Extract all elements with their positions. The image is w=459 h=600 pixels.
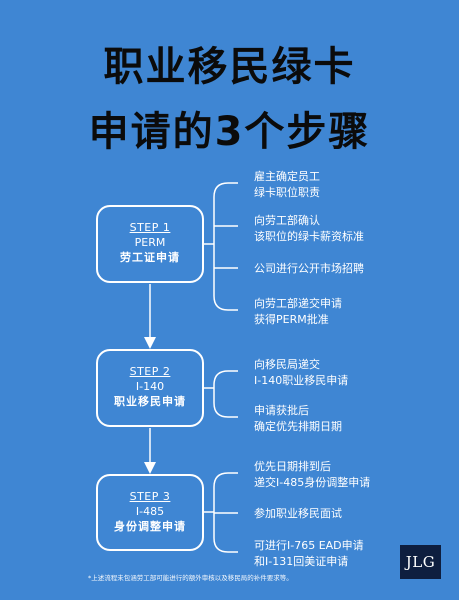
- footnote: *上述流程未包涵劳工部可能进行的额外审核以及移民局的补件要求等。: [88, 574, 293, 582]
- page-title-line-1: 职业移民绿卡: [103, 44, 356, 90]
- bracket-step-3: [204, 472, 238, 553]
- bracket-step-1: [204, 182, 238, 311]
- step-3-name: 身份调整申请: [114, 520, 186, 533]
- step-2-item-2: 申请获批后 确定优先排期日期: [254, 404, 342, 433]
- step-1-item-4: 向劳工部递交申请 获得PERM批准: [254, 297, 342, 326]
- step-1-label: STEP 1: [129, 221, 171, 234]
- step-2-box: STEP 2 I-140 职业移民申请: [96, 349, 204, 427]
- step-1-item-3: 公司进行公开市场招聘: [254, 262, 364, 275]
- step-2-item-1: 向移民局递交 I-140职业移民申请: [254, 358, 349, 387]
- step-3-box: STEP 3 I-485 身份调整申请: [96, 474, 204, 551]
- step-1-item-1: 雇主确定员工 绿卡职位职责: [254, 170, 320, 199]
- step-2-label: STEP 2: [129, 365, 171, 378]
- step-3-item-2: 参加职业移民面试: [254, 507, 342, 520]
- page-title-line-2: 申请的3个步骤: [88, 109, 371, 155]
- step-1-item-2: 向劳工部确认 该职位的绿卡薪资标准: [254, 214, 364, 243]
- step-3-code: I-485: [135, 505, 165, 518]
- step-1-name: 劳工证申请: [120, 251, 180, 264]
- step-3-item-3: 可进行I-765 EAD申请 和I-131回美证申请: [254, 539, 364, 568]
- jlg-logo: JLG: [400, 545, 441, 579]
- step-2-name: 职业移民申请: [114, 395, 186, 408]
- step-3-item-1: 优先日期排到后 递交I-485身份调整申请: [254, 460, 371, 489]
- step-1-code: PERM: [134, 236, 166, 249]
- step-1-box: STEP 1 PERM 劳工证申请: [96, 205, 204, 283]
- step-2-code: I-140: [135, 380, 165, 393]
- bracket-step-2: [204, 370, 238, 418]
- step-3-label: STEP 3: [129, 490, 171, 503]
